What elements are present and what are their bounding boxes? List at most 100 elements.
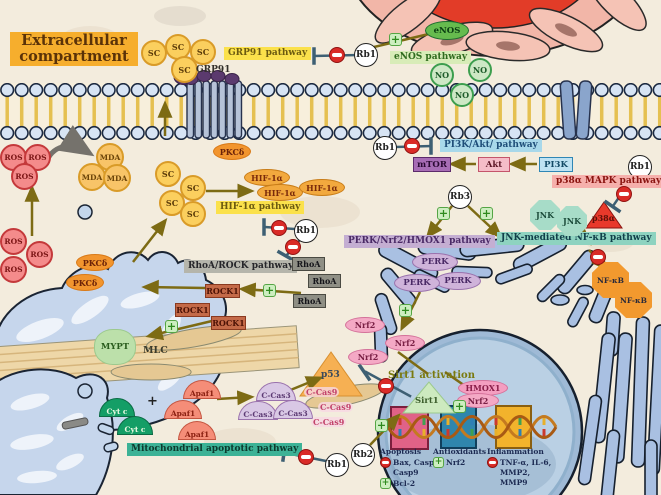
golgi-whorl [577, 316, 661, 495]
plasma-membrane [0, 83, 661, 140]
sirt1-activation-label: Sirt1 activation [388, 370, 475, 381]
rhoa-protein: RhoA [308, 274, 341, 288]
grp91-receptor-label: GRP91 [196, 65, 231, 75]
pkcd-kinase: PKCδ [66, 274, 104, 291]
pkcd-label: PKCδ [82, 257, 108, 268]
nfkb-label: NF-κB [620, 295, 647, 305]
bcl2-label: Bcl-2 [393, 478, 416, 488]
sc-label: SC [178, 64, 191, 75]
mtor-label: mTOR [417, 159, 447, 170]
apaf1-label: Apaf1 [184, 430, 210, 439]
inhibition-icon [285, 239, 301, 255]
hmox1-label: HMOX1 [465, 383, 501, 393]
sirt1-label: Sirt1 [415, 396, 439, 406]
inhibition-icon [380, 457, 391, 469]
hif1a-factor: HIF-1α [257, 184, 303, 201]
inflammation-gene-box [495, 405, 532, 449]
pkcd-kinase: PKCδ [213, 143, 251, 160]
sc-label: SC [196, 47, 210, 57]
sc-molecule: SC [171, 56, 198, 83]
inhibition-icon [404, 138, 420, 154]
nrf2-factor: Nrf2 [385, 335, 425, 351]
rb3-compound: Rb3 [448, 185, 472, 209]
no-label: NO [472, 65, 488, 75]
perk-label: PERK [403, 278, 431, 288]
no-label: NO [434, 70, 450, 80]
ros-label: ROS [28, 153, 47, 162]
p53-label: p53 [321, 370, 340, 380]
ros-label: ROS [4, 153, 23, 162]
perk-label: PERK [421, 257, 449, 267]
rock1-kinase: ROCK1 [211, 316, 246, 330]
extracellular-compartment-label: Extracellular compartment [10, 32, 138, 66]
ros-label: ROS [4, 265, 23, 274]
activation-icon: + [375, 419, 388, 432]
pkcd-label: PKCδ [72, 277, 98, 288]
p38a-triangle [585, 201, 623, 229]
tnf-il6-label: TNF-α, IL-6, [500, 457, 552, 467]
no-molecule: NO [468, 58, 492, 82]
activation-icon: + [389, 33, 402, 46]
rb1-label: Rb1 [374, 143, 396, 153]
ros-molecule: ROS [24, 144, 51, 171]
rb1-label: Rb1 [629, 162, 651, 172]
nrf2-label: Nrf2 [394, 338, 416, 348]
no-molecule: NO [430, 63, 454, 87]
sc-label: SC [165, 198, 179, 208]
mda-molecule: MDA [103, 164, 131, 192]
mypt-protein: MYPT [94, 329, 136, 365]
sirt1-triangle [401, 381, 457, 414]
sc-label: SC [161, 169, 175, 179]
ros-molecule: ROS [26, 241, 53, 268]
p38a-label: p38α [592, 213, 615, 223]
membrane-channel [559, 80, 593, 140]
apaf1-label: Apaf1 [189, 389, 215, 398]
activation-icon: + [433, 457, 444, 469]
mito-apoptotic-pathway-label: Mitochondrial apoptotic pathway [127, 443, 303, 456]
activation-icon: + [399, 304, 412, 317]
p38-mapk-pathway-label: p38α MAPK pathway [552, 175, 661, 188]
rb1-compound: Rb1 [354, 43, 378, 67]
rock1-label: ROCK1 [206, 286, 239, 296]
cleaved-caspase9: C-Cas9 [304, 387, 340, 397]
mitochondrion-bottom [0, 368, 119, 495]
perk-protein: PERK [435, 272, 481, 290]
ros-molecule: ROS [11, 163, 38, 190]
rock1-label: ROCK1 [212, 318, 245, 328]
ros-label: ROS [4, 237, 23, 246]
cleaved-caspase9: C-Cas9 [311, 417, 347, 427]
pi3k-box: PI3K [539, 157, 573, 172]
mda-label: MDA [81, 172, 103, 182]
inflammation-gene-column: Inflammation TNF-α, IL-6, MMP2, MMP9 [487, 447, 551, 488]
no-label: NO [454, 90, 470, 100]
pkcd-kinase: PKCδ [76, 254, 114, 271]
rb2-compound: Rb2 [351, 443, 375, 467]
ccas3-label: C-Cas3 [243, 410, 273, 419]
enos-label: eNOS [433, 25, 461, 36]
nrf2-label: Nrf2 [354, 320, 376, 330]
ccas3-label: C-Cas3 [278, 409, 308, 418]
hif1a-label: HIF-1α [306, 182, 338, 193]
inhibition-icon [271, 220, 287, 236]
grp91-pathway-label: GRP91 pathway [224, 47, 312, 60]
rb1-label: Rb1 [295, 226, 317, 236]
perk-pathway-label: PERK/Nrf2/HMOX1 pathway [344, 235, 495, 248]
ros-molecule: ROS [0, 256, 27, 283]
apoptosis-gene-column: Apoptosis Bax, Casp3, Casp9 +Bcl-2 [380, 447, 442, 490]
akt-label: Akt [485, 159, 503, 170]
nucleus [376, 328, 584, 495]
inhibition-icon [298, 449, 314, 465]
nrf2-label: Nrf2 [467, 395, 489, 406]
enos-pathway-label: eNOS pathway [390, 51, 472, 64]
mda-label: MDA [99, 152, 121, 162]
jnk-kinase: JNK [530, 200, 560, 230]
hif1a-label: HIF-1α [251, 172, 283, 183]
rb1-compound: Rb1 [325, 453, 349, 477]
perk-protein: PERK [412, 253, 458, 271]
rb3-label: Rb3 [449, 192, 471, 202]
sc-molecule: SC [190, 39, 216, 65]
cleaved-caspase9: C-Cas9 [318, 402, 354, 412]
rhoa-label: RhoA [312, 276, 337, 286]
mypt-label: MYPT [100, 342, 130, 352]
